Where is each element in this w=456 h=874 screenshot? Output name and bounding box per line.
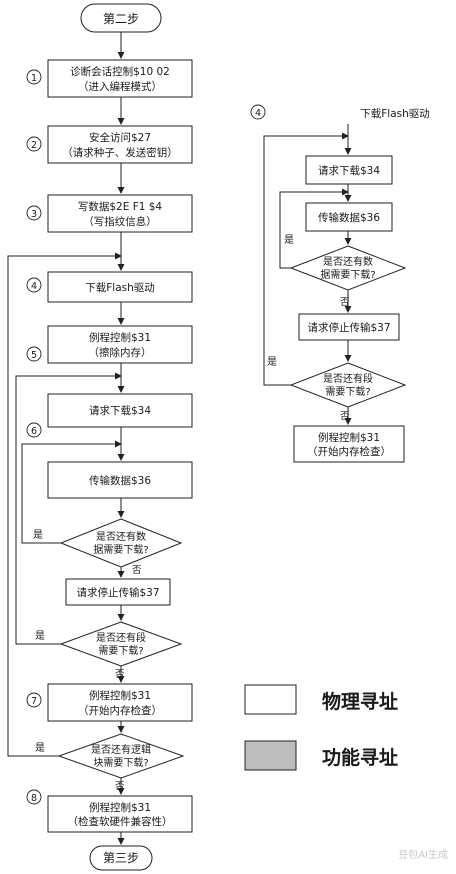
legend-physical-swatch (244, 684, 297, 715)
step-2-number (26, 136, 42, 152)
step-6-number-text: 6 (31, 426, 37, 437)
decision-more-logic-blocks (57, 733, 185, 779)
step-3-box (47, 194, 193, 233)
start-label: 第二步 (103, 12, 139, 26)
right-step-4-number-text: 4 (255, 108, 261, 119)
decision-2-no: 否 (115, 669, 125, 680)
right-decision-more-segments (289, 362, 407, 408)
step-8-line-2: （检查软硬件兼容性） (68, 815, 173, 828)
legend-functional-swatch (244, 740, 297, 771)
right-decision-2-yes: 是 (267, 356, 277, 368)
request-download-box (47, 393, 193, 428)
step-2-line-1: 安全访问$27 (89, 131, 151, 144)
step-7-line-1: 例程控制$31 (89, 689, 151, 702)
decision-more-logic-blocks-line-1: 是否还有逻辑 (91, 743, 151, 756)
right-decision-more-data (289, 245, 407, 291)
end-label: 第三步 (103, 851, 139, 865)
decision-3-no: 否 (115, 781, 125, 792)
step-2-line-2: （请求种子、发送密钥） (62, 146, 178, 159)
right-decision-more-data-line-1: 是否还有数 (323, 255, 373, 268)
decision-more-data (59, 518, 183, 568)
decision-more-logic-blocks-line-2: 块需要下载? (93, 757, 148, 769)
step-4-number-text: 4 (31, 281, 37, 292)
step-7-number-text: 7 (31, 696, 37, 707)
transfer-data-box (47, 461, 193, 499)
step-7-number (26, 692, 42, 708)
step-6-number (26, 422, 42, 438)
right-request-download-label: 请求下载$34 (318, 164, 380, 177)
step-1-box (47, 59, 193, 98)
right-transfer-data-label: 传输数据$36 (318, 211, 380, 224)
step-1-line-1: 诊断会话控制$10 02 (70, 65, 170, 78)
end-terminal (89, 845, 153, 871)
loop-more-logic-blocks-yes (7, 252, 122, 757)
step-4-box (47, 271, 193, 303)
step-5-number (26, 346, 42, 362)
decision-more-segments (59, 621, 183, 667)
decision-more-data-line-2: 据需要下载? (93, 543, 148, 556)
request-stop-box (65, 578, 171, 606)
step-4-label: 下载Flash驱动 (85, 282, 155, 294)
step-8-line-1: 例程控制$31 (89, 801, 151, 814)
step-5-line-1: 例程控制$31 (89, 331, 151, 344)
step-4-number (26, 277, 42, 293)
step-5-box (47, 325, 193, 364)
right-transfer-data-box (305, 202, 393, 232)
decision-2-yes: 是 (35, 630, 45, 642)
right-decision-1-no: 否 (340, 297, 350, 308)
legend-physical-label: 物理寻址 (322, 691, 399, 713)
transfer-data-label: 传输数据$36 (89, 474, 151, 487)
right-loop-more-segments-yes (263, 132, 349, 386)
loop-more-segments-yes (15, 372, 122, 645)
right-request-stop-label: 请求停止传输$37 (307, 321, 390, 334)
decision-more-segments-line-1: 是否还有段 (96, 631, 146, 644)
step-2-box (47, 125, 193, 164)
right-memory-check-line-2: （开始内存检查） (307, 445, 391, 458)
step-3-line-2: （写指纹信息） (83, 215, 157, 228)
decision-more-segments-line-2: 需要下载? (98, 645, 143, 657)
right-decision-more-data-line-2: 据需要下载? (320, 268, 375, 281)
step-5-line-2: （擦除内存） (89, 346, 152, 359)
right-decision-more-segments-line-2: 需要下载? (325, 386, 370, 398)
watermark: 豆包AI生成 (398, 850, 448, 861)
request-download-label: 请求下载$34 (89, 404, 151, 417)
right-decision-more-segments-line-1: 是否还有段 (323, 372, 373, 385)
step-2-number-text: 2 (31, 140, 37, 151)
step-1-number (26, 69, 42, 85)
right-step-4-number (250, 104, 266, 120)
right-request-download-box (305, 155, 393, 185)
step-5-number-text: 5 (31, 350, 37, 361)
loop-more-data-yes (21, 440, 122, 544)
right-memory-check-box (293, 425, 405, 463)
decision-1-yes: 是 (33, 529, 43, 541)
right-decision-1-yes: 是 (284, 234, 294, 246)
right-flow-title: 下载Flash驱动 (360, 108, 430, 120)
request-stop-label: 请求停止传输$37 (76, 586, 159, 599)
decision-3-yes: 是 (35, 742, 45, 754)
legend-functional-label: 功能寻址 (322, 747, 399, 769)
step-7-line-2: （开始内存检查） (78, 704, 162, 717)
step-1-number-text: 1 (31, 73, 37, 84)
step-8-box (47, 795, 193, 833)
step-3-number (26, 205, 42, 221)
decision-more-data-line-1: 是否还有数 (96, 530, 146, 543)
step-3-number-text: 3 (31, 209, 37, 220)
step-8-number-text: 8 (31, 793, 37, 804)
right-memory-check-line-1: 例程控制$31 (318, 431, 380, 444)
step-1-line-2: （进入编程模式） (78, 80, 162, 93)
step-8-number (26, 789, 42, 805)
step-7-box (47, 683, 193, 722)
right-decision-2-no: 否 (340, 411, 350, 422)
right-request-stop-box (298, 313, 400, 341)
step-3-line-1: 写数据$2E F1 $4 (78, 200, 163, 213)
right-loop-more-data-yes (279, 188, 349, 269)
decision-1-no: 否 (132, 565, 142, 576)
